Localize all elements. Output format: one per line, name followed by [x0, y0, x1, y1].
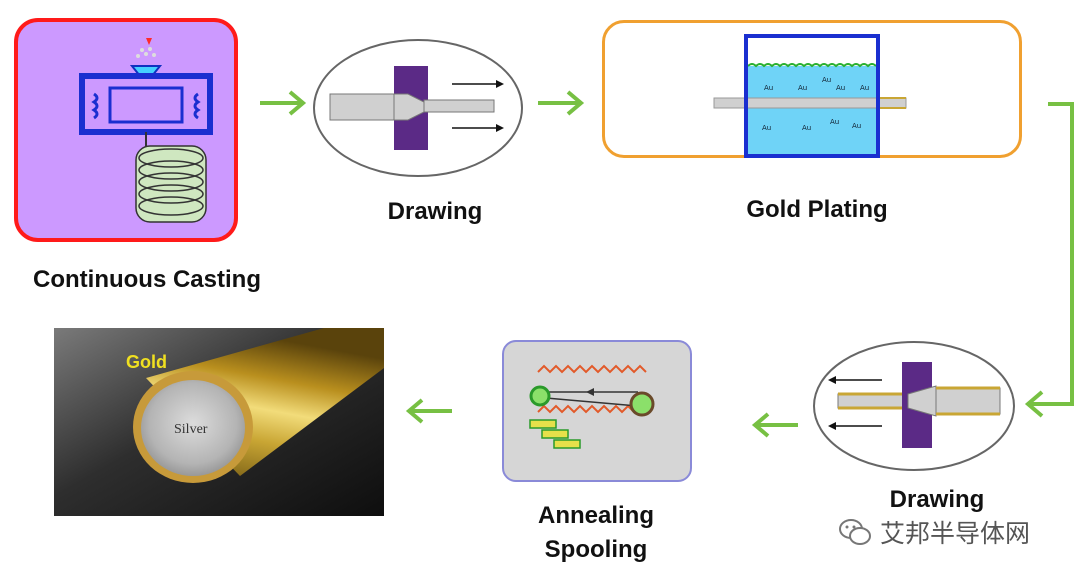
drawing-label-2: Drawing	[889, 486, 985, 513]
gold-silver-wire-image: Gold Silver	[54, 328, 384, 516]
au-ion-label: Au	[860, 84, 869, 92]
arrow-left-icon	[405, 398, 452, 424]
wechat-icon	[839, 519, 871, 545]
annealing-label: Annealing	[537, 502, 654, 529]
arrow-right-icon	[260, 90, 307, 116]
au-ion-label: Au	[798, 84, 807, 92]
watermark: 艾邦半导体网	[838, 512, 1068, 552]
au-ion-label: Au	[836, 84, 845, 92]
plating-bath-icon: Au Au Au Au Au Au Au Au Au	[713, 34, 907, 158]
gold-label: Gold	[126, 352, 167, 372]
au-ion-label: Au	[762, 124, 771, 132]
connector-arrow-icon	[1024, 102, 1074, 418]
gold-plating-label: Gold Plating	[746, 196, 888, 223]
au-ion-label: Au	[764, 84, 773, 92]
annealing-spooling-icon	[529, 364, 655, 449]
watermark-text: 艾邦半导体网	[880, 519, 1031, 548]
au-ion-label: Au	[802, 124, 811, 132]
spooling-label: Spooling	[544, 536, 648, 563]
continuous-casting-label: Continuous Casting	[33, 266, 261, 293]
au-ion-label: Au	[830, 118, 839, 126]
drawing-label-1: Drawing	[387, 198, 483, 225]
au-ion-label: Au	[852, 122, 861, 130]
arrow-left-icon	[751, 412, 798, 438]
casting-machine-icon	[79, 38, 213, 223]
arrow-right-icon	[538, 90, 585, 116]
drawing-die-icon	[813, 341, 1015, 471]
silver-label: Silver	[174, 422, 208, 437]
au-ion-label: Au	[822, 76, 831, 84]
drawing-die-icon	[313, 39, 523, 177]
